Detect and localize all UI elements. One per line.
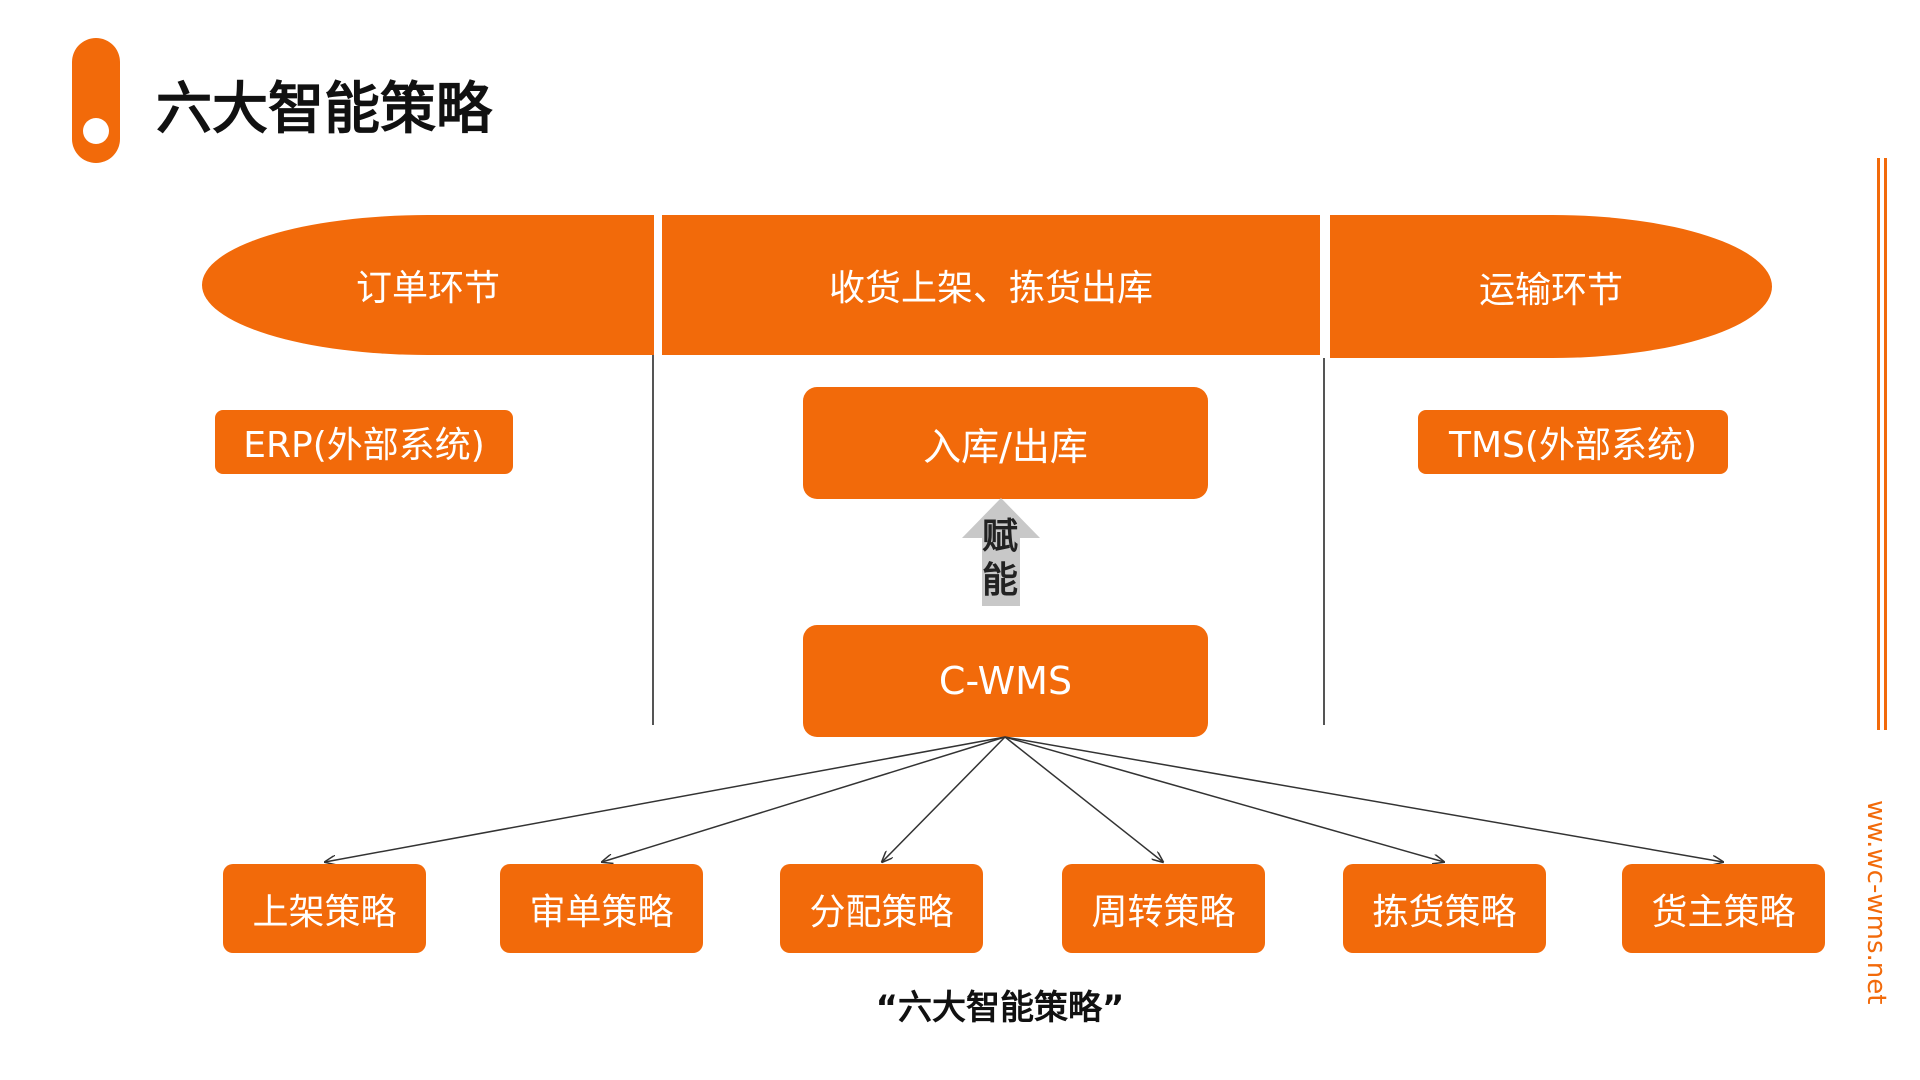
strategy-label: 审单策略 <box>529 891 674 933</box>
diagram-caption: “六大智能策略” <box>875 988 1125 1028</box>
empower-label: 赋能 <box>981 516 1018 601</box>
strategy-box-owner: 货主策略 <box>1622 864 1825 953</box>
page-title: 六大智能策略 <box>156 77 492 142</box>
erp-box: ERP(外部系统) <box>215 410 513 474</box>
cwms-label: C-WMS <box>938 659 1073 703</box>
divider-line <box>652 355 654 725</box>
empower-arrow-shape <box>962 498 1040 606</box>
connector-arrow <box>1004 736 1444 862</box>
strategy-label: 拣货策略 <box>1372 891 1517 933</box>
connector-arrow <box>1004 736 1163 862</box>
inout-box: 入库/出库 <box>803 387 1208 499</box>
strategy-label: 周转策略 <box>1091 891 1236 933</box>
tms-box: TMS(外部系统) <box>1418 410 1728 474</box>
decor-line <box>1877 158 1880 730</box>
decor-line <box>1884 158 1887 730</box>
strategy-box-putaway: 上架策略 <box>223 864 426 953</box>
strategy-box-allocation: 分配策略 <box>780 864 983 953</box>
tms-label: TMS(外部系统) <box>1449 425 1697 466</box>
side-url: ww.wc-wms.net <box>1861 800 1891 1005</box>
cwms-box: C-WMS <box>803 625 1208 737</box>
empower-arrow-icon <box>962 498 1040 606</box>
strategy-box-order-review: 审单策略 <box>500 864 703 953</box>
connector-arrow <box>325 736 1006 862</box>
connector-arrow <box>882 736 1006 862</box>
band-transport-label: 运输环节 <box>1478 269 1623 311</box>
connector-arrow <box>602 736 1006 862</box>
divider-line <box>1323 358 1325 725</box>
strategy-label: 分配策略 <box>809 891 954 933</box>
band-warehouse: 收货上架、拣货出库 <box>662 215 1320 355</box>
band-order: 订单环节 <box>202 215 654 355</box>
strategy-label: 货主策略 <box>1651 891 1796 933</box>
erp-label: ERP(外部系统) <box>243 425 485 466</box>
strategy-box-turnover: 周转策略 <box>1062 864 1265 953</box>
inout-label: 入库/出库 <box>923 424 1088 469</box>
strategy-label: 上架策略 <box>252 891 397 933</box>
title-logo-dot <box>83 118 109 144</box>
band-order-label: 订单环节 <box>355 268 500 309</box>
connector-arrow <box>1004 736 1723 862</box>
band-warehouse-label: 收货上架、拣货出库 <box>828 268 1153 309</box>
strategy-box-picking: 拣货策略 <box>1343 864 1546 953</box>
band-transport: 运输环节 <box>1330 215 1772 358</box>
